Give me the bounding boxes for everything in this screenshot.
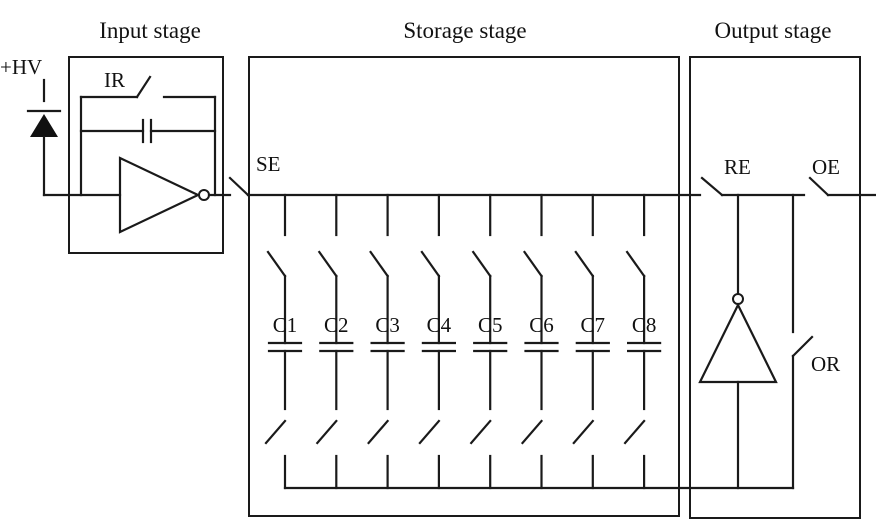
- ir-switch-icon: [135, 75, 152, 99]
- capacitor-label-c3: C3: [375, 313, 400, 337]
- se-switch-icon: [228, 176, 250, 197]
- diode-icon: [26, 109, 62, 137]
- cell-5-upper-switch-icon: [471, 250, 492, 278]
- re-label: RE: [724, 155, 751, 179]
- storage-stage-box: [248, 56, 680, 517]
- storage-cells: C1 C2 C3 C4 C5 C6 C7 C8: [264, 193, 662, 490]
- capacitor-label-c1: C1: [273, 313, 298, 337]
- input-amplifier-icon: [118, 156, 210, 234]
- storage-stage-title: Storage stage: [403, 18, 526, 43]
- oe-switch-icon: [808, 176, 830, 197]
- cell-6-upper-switch-icon: [522, 250, 544, 278]
- capacitor-label-c6: C6: [529, 313, 554, 337]
- cell-4-lower-switch-icon: [418, 419, 441, 445]
- feedback-capacitor-icon: [141, 118, 153, 144]
- cell-1-lower-switch-icon: [264, 419, 287, 445]
- output-amplifier-icon: [698, 293, 778, 384]
- cell-2-lower-switch-icon: [315, 419, 338, 445]
- cell-2-upper-switch-icon: [317, 250, 338, 278]
- se-label: SE: [256, 152, 281, 176]
- capacitor-label-c7: C7: [581, 313, 606, 337]
- input-stage-box: [68, 56, 224, 254]
- cell-7-lower-switch-icon: [572, 419, 595, 445]
- or-label: OR: [811, 352, 840, 376]
- capacitor-label-c2: C2: [324, 313, 349, 337]
- cell-5-lower-switch-icon: [469, 419, 492, 445]
- cell-8-upper-switch-icon: [625, 250, 646, 278]
- hv-label: +HV: [0, 55, 42, 79]
- cell-7-upper-switch-icon: [574, 250, 595, 278]
- capacitor-label-c4: C4: [427, 313, 452, 337]
- cell-3-upper-switch-icon: [369, 250, 390, 278]
- or-switch-icon: [791, 335, 814, 358]
- output-stage-title: Output stage: [715, 18, 832, 43]
- re-switch-icon: [700, 176, 724, 197]
- ir-label: IR: [104, 68, 125, 92]
- cell-6-lower-switch-icon: [520, 419, 544, 445]
- output-stage-box: [689, 56, 861, 519]
- input-stage-title: Input stage: [99, 18, 201, 43]
- capacitor-label-c5: C5: [478, 313, 503, 337]
- capacitor-label-c8: C8: [632, 313, 657, 337]
- cell-3-lower-switch-icon: [367, 419, 390, 445]
- cell-4-upper-switch-icon: [420, 250, 441, 278]
- cell-1-upper-switch-icon: [266, 250, 287, 278]
- oe-label: OE: [812, 155, 840, 179]
- cell-8-lower-switch-icon: [623, 419, 646, 445]
